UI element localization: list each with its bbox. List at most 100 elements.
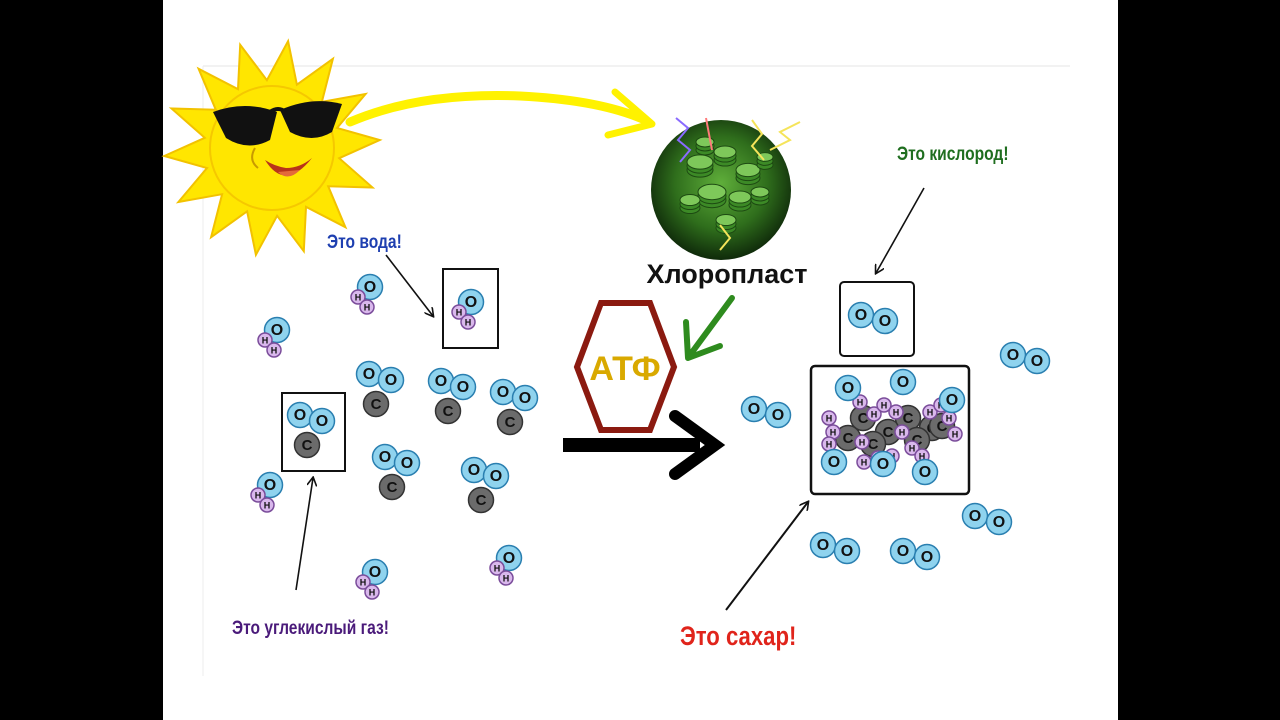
thylakoid-disc [750, 186, 770, 198]
hydrogen-atom-label: H [255, 491, 262, 501]
carbon-atom [378, 473, 406, 501]
oxygen-atom-label: O [921, 549, 933, 566]
carbon-atom-label: C [858, 410, 869, 427]
oxygen-atom-label: O [401, 455, 413, 472]
oxygen-atom-label: O [969, 508, 981, 525]
oxygen-atom-label: O [503, 550, 515, 567]
oxygen-atom [511, 384, 539, 412]
atp-hexagon [573, 300, 678, 433]
oxygen-atom-label: O [879, 313, 891, 330]
hydrogen-atom-label: H [871, 410, 878, 420]
oxygen-pointer [876, 187, 925, 273]
oxygen-highlight-box [839, 281, 915, 357]
sugar-label: Это сахар! [680, 621, 797, 651]
oxygen-atom-label: O [842, 380, 854, 397]
sugar-molecule: CCCCCCCCHHHHHHHHHHHHHHHHHHOOOOOO [820, 368, 966, 486]
co2-label: Это углекислый газ! [232, 618, 389, 639]
oxygen-atom [764, 401, 792, 429]
carbon-atom [434, 397, 462, 425]
oxygen-atom-label: O [946, 392, 958, 409]
oxygen-atom-label: O [855, 307, 867, 324]
carbon-atom [496, 408, 524, 436]
hydrogen-atom-label: H [264, 501, 271, 511]
oxygen-atom [834, 374, 862, 402]
carbon-atom [467, 486, 495, 514]
carbon-atom [362, 390, 390, 418]
thylakoid-disc [715, 214, 737, 226]
oxygen-atom [911, 458, 939, 486]
hydrogen-atom [821, 410, 837, 426]
hydrogen-atom-label: H [919, 452, 926, 462]
hydrogen-atom-label: H [355, 293, 362, 303]
hydrogen-atom [451, 304, 467, 320]
oxygen-atom-label: O [363, 366, 375, 383]
oxygen-atom [482, 462, 510, 490]
oxygen-atom-label: O [457, 379, 469, 396]
oxygen-atom [833, 537, 861, 565]
thylakoid-disc [697, 183, 727, 201]
oxygen-atom-label: O [897, 374, 909, 391]
oxygen-atom-label: O [772, 407, 784, 424]
hydrogen-atom [364, 584, 380, 600]
oxygen-atom-label: O [817, 537, 829, 554]
hydrogen-atom-label: H [826, 440, 833, 450]
hydrogen-atom [922, 404, 938, 420]
hydrogen-atom-label: H [881, 401, 888, 411]
chloroplast-label: Хлоропласт [647, 259, 808, 289]
hydrogen-atom [894, 424, 910, 440]
oxygen-atom [449, 373, 477, 401]
hydrogen-atom [852, 394, 868, 410]
hydrogen-atom-label: H [946, 414, 953, 424]
oxygen-atom-label: O [919, 464, 931, 481]
co2-highlight-box [281, 392, 346, 472]
thylakoid-disc [756, 152, 774, 162]
oxygen-atom-label: O [993, 514, 1005, 531]
oxygen-atom [393, 449, 421, 477]
water-molecule: OHH [355, 558, 389, 600]
hydrogen-atom [359, 299, 375, 315]
hydrogen-atom-label: H [826, 414, 833, 424]
oxygen-atom-label: O [490, 468, 502, 485]
hydrogen-atom-label: H [857, 398, 864, 408]
oxygen-atom-label: O [369, 564, 381, 581]
oxygen-atom-label: O [497, 384, 509, 401]
chloroplast-image [651, 117, 801, 260]
hydrogen-atom-label: H [952, 430, 959, 440]
hydrogen-atom-label: H [503, 574, 510, 584]
oxygen-atom-label: O [1007, 347, 1019, 364]
thylakoid-disc [735, 162, 761, 178]
carbon-atom-label: C [868, 436, 879, 453]
carbon-atom-label: C [476, 492, 487, 509]
sugar-pointer [725, 502, 808, 611]
hydrogen-atom-label: H [369, 588, 376, 598]
oxygen-atom [377, 366, 405, 394]
oxygen-atom [820, 448, 848, 476]
hydrogen-atom-label: H [927, 408, 934, 418]
hydrogen-atom-label: H [456, 308, 463, 318]
hydrogen-atom [355, 574, 371, 590]
sunglasses-icon [213, 101, 342, 146]
oxygen-atom [1023, 347, 1051, 375]
water-molecule: OHH [350, 273, 384, 315]
water-molecule: OHH [250, 471, 284, 513]
hydrogen-atom [350, 289, 366, 305]
carbon-atom-label: C [883, 424, 894, 441]
hydrogen-atom [888, 404, 904, 420]
oxygen-atom-label: O [841, 543, 853, 560]
carbon-atom-label: C [937, 418, 948, 435]
co2-pointer [295, 478, 313, 591]
hydrogen-atom [866, 406, 882, 422]
hydrogen-atom-label: H [893, 408, 900, 418]
hydrogen-atom-label: H [262, 336, 269, 346]
hydrogen-atom-label: H [899, 428, 906, 438]
carbon-atom-label: C [443, 403, 454, 420]
reaction-arrow [563, 410, 726, 480]
thylakoid-disc [713, 145, 737, 159]
